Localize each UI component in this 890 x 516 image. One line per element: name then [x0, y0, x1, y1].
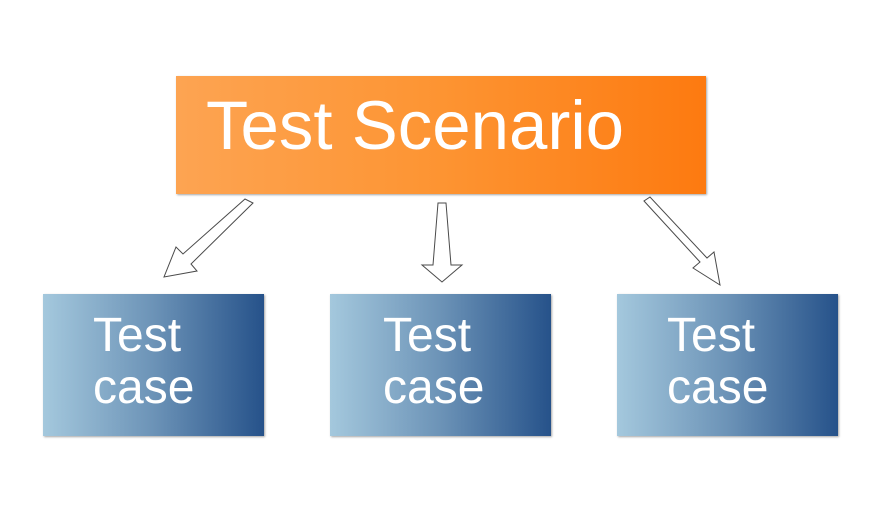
test-case-node-1: Test case: [43, 294, 264, 436]
arrow-to-case-1: [163, 198, 254, 278]
arrow-to-case-2: [420, 202, 464, 283]
test-case-node-3: Test case: [617, 294, 838, 436]
arrow-to-case-3: [643, 196, 721, 287]
test-scenario-node: Test Scenario: [176, 76, 706, 194]
test-case-label-1: Test case: [93, 309, 195, 414]
test-case-label-3: Test case: [667, 309, 769, 414]
test-case-node-2: Test case: [330, 294, 551, 436]
test-case-label-2: Test case: [383, 309, 485, 414]
test-scenario-label: Test Scenario: [206, 87, 625, 164]
